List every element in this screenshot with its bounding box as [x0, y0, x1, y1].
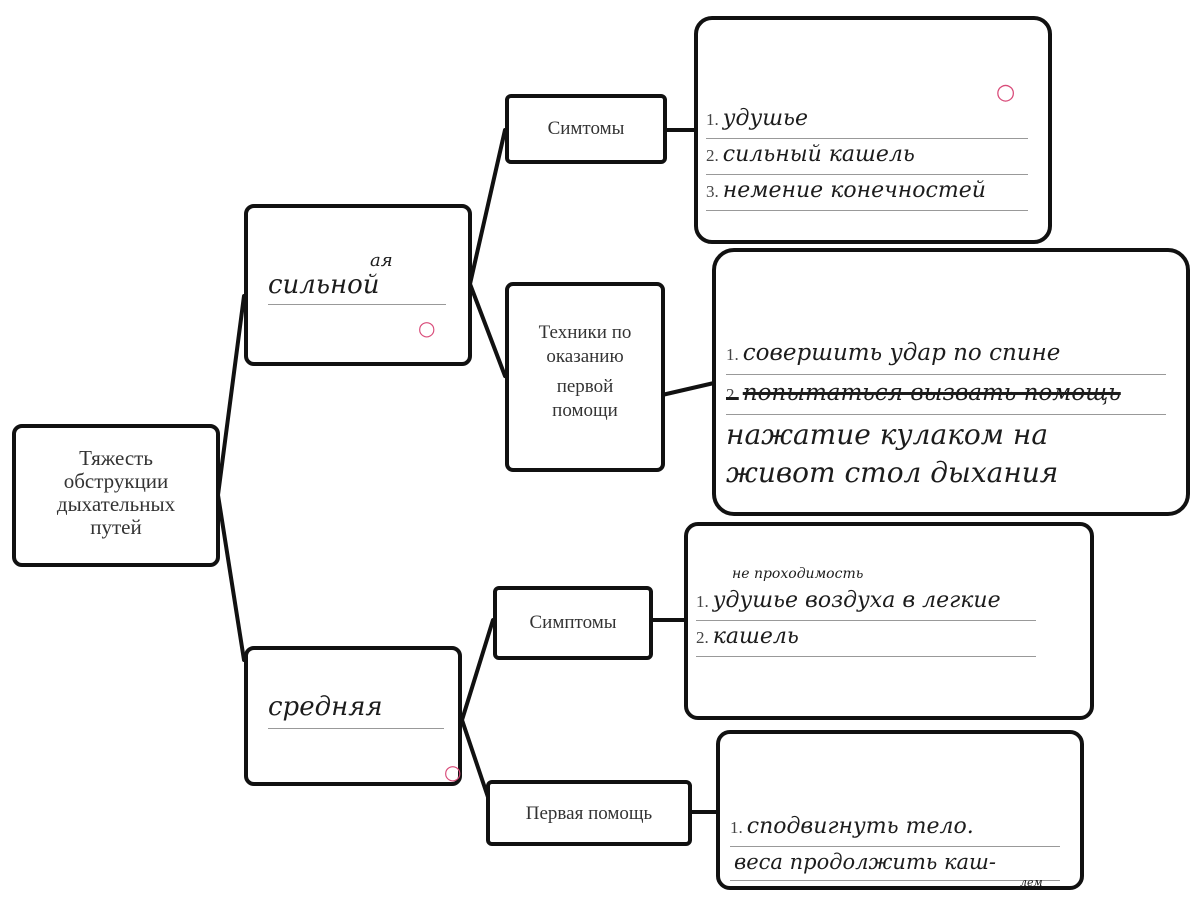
severity-severe-node: ая сильной ○ — [244, 204, 472, 366]
moderate-symptom-2: 2.кашель — [696, 624, 1036, 657]
moderate-symptoms-node: Симптомы — [493, 586, 653, 660]
root-label: Тяжесть обструкции дыхательных путей — [56, 446, 176, 539]
severe-symptoms-node: Симтомы — [505, 94, 667, 164]
severe-symptom-3-num: 3. — [706, 182, 719, 201]
root-node: Тяжесть обструкции дыхательных путей — [12, 424, 220, 567]
severe-symptom-2: 2.сильный кашель — [706, 142, 1028, 175]
severity-severe-correction: ая — [370, 250, 393, 271]
severe-technique-4-text: живот стол дыхания — [726, 456, 1059, 489]
severe-techniques-label-2: оказанию — [546, 346, 624, 367]
severe-symptom-1-num: 1. — [706, 110, 719, 129]
severe-technique-1: 1.совершить удар по спине — [726, 340, 1166, 375]
moderate-symptoms-label: Симптомы — [529, 612, 617, 633]
severity-moderate-label: средняя — [268, 692, 444, 729]
severe-symptoms-label: Симтомы — [547, 118, 625, 139]
severe-symptom-2-num: 2. — [706, 146, 719, 165]
severe-technique-4: живот стол дыхания — [726, 456, 1058, 489]
moderate-symptom-1-text: удушье воздуха в легкие — [712, 588, 1001, 613]
severe-symptom-2-text: сильный кашель — [722, 142, 915, 167]
severe-technique-2: 2.попытаться вызвать помощь — [726, 380, 1166, 415]
severe-techniques-node: Техники по оказанию первой помощи — [505, 282, 665, 472]
moderate-first-aid-1-text: сподвигнуть тело. — [746, 814, 974, 839]
moderate-symptoms-details: не проходимость 1.удушье воздуха в легки… — [684, 522, 1094, 720]
moderate-first-aid-note: лем — [1020, 876, 1043, 889]
moderate-symptom-1: 1.удушье воздуха в легкие — [696, 588, 1036, 621]
severity-moderate-checkmark: ○ — [444, 760, 462, 784]
severe-technique-1-num: 1. — [726, 345, 739, 364]
severe-technique-3: нажатие кулаком на — [726, 418, 1048, 451]
severity-severe-checkmark: ○ — [418, 316, 436, 340]
moderate-first-aid-2-text: веса продолжить каш- — [734, 850, 997, 874]
moderate-symptom-2-text: кашель — [712, 624, 799, 649]
moderate-symptom-2-num: 2. — [696, 628, 709, 647]
severe-technique-2-text: попытаться вызвать помощь — [742, 380, 1121, 406]
severe-techniques-label-4: помощи — [552, 400, 618, 421]
severity-severe-label: сильной — [268, 270, 446, 305]
severe-symptom-3-text: немение конечностей — [722, 178, 986, 203]
severe-techniques-label-3: первой — [556, 376, 614, 397]
severe-technique-1-text: совершить удар по спине — [742, 340, 1061, 366]
moderate-first-aid-1: 1.сподвигнуть тело. — [730, 814, 1060, 847]
moderate-first-aid-label: Первая помощь — [525, 803, 653, 824]
moderate-symptom-1-num: 1. — [696, 592, 709, 611]
severe-symptoms-checkmark: ○ — [996, 80, 1016, 105]
severe-symptom-3: 3.немение конечностей — [706, 178, 1028, 211]
moderate-first-aid-2: веса продолжить каш- — [730, 850, 1060, 881]
severe-technique-2-num: 2. — [726, 385, 739, 404]
moderate-symptoms-note: не проходимость — [732, 566, 864, 582]
severe-technique-3-text: нажатие кулаком на — [726, 418, 1049, 451]
severe-symptoms-details: ○ 1.удушье 2.сильный кашель 3.немение ко… — [694, 16, 1052, 244]
severe-techniques-details: 1.совершить удар по спине 2.попытаться в… — [712, 248, 1190, 516]
severe-techniques-label-1: Техники по — [538, 322, 632, 343]
moderate-first-aid-node: Первая помощь — [486, 780, 692, 846]
severe-symptom-1: 1.удушье — [706, 106, 1028, 139]
moderate-first-aid-details: 1.сподвигнуть тело. веса продолжить каш-… — [716, 730, 1084, 890]
severity-moderate-node: средняя ○ — [244, 646, 462, 786]
severe-symptom-1-text: удушье — [722, 106, 809, 131]
moderate-first-aid-1-num: 1. — [730, 818, 743, 837]
